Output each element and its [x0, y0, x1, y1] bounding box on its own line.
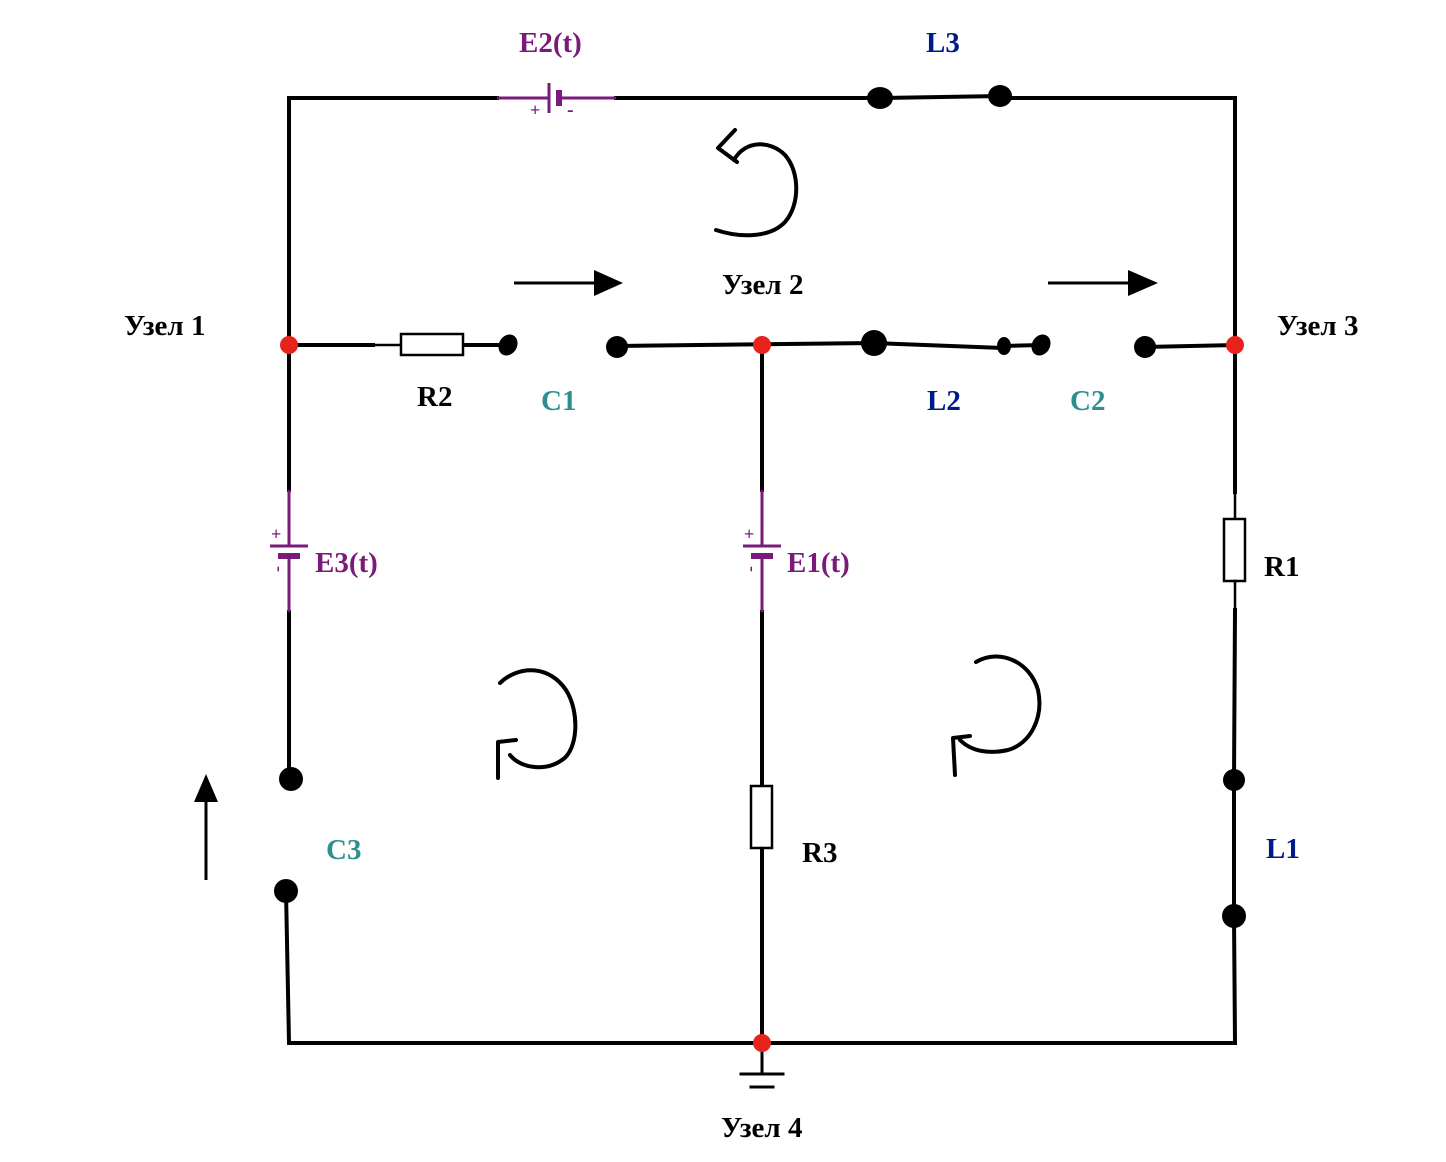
l3-terminal-right	[988, 85, 1012, 107]
current-arrow-left	[514, 270, 623, 296]
loop-arrow-top	[714, 128, 799, 238]
wire-l2	[870, 340, 1007, 351]
wire-top-right	[998, 96, 1237, 347]
l1-terminal-top	[1223, 769, 1245, 791]
c2-terminal-right	[1134, 336, 1156, 358]
current-arrow-right	[1048, 270, 1158, 296]
c1-terminal-left	[498, 334, 518, 356]
node-3-dot	[1226, 336, 1244, 354]
e1-label: E1(t)	[787, 547, 850, 579]
e1-minus-sign: -	[743, 566, 763, 572]
c2-label: C2	[1070, 385, 1105, 417]
c1-terminal-right	[606, 336, 628, 358]
node-2-label: Узел 2	[722, 269, 803, 301]
l1-terminal-bottom	[1222, 904, 1246, 928]
wire-top-left	[287, 96, 499, 347]
e2-label: E2(t)	[519, 27, 582, 59]
r2-label: R2	[417, 381, 452, 413]
resistor-r3	[749, 758, 774, 880]
resistor-r1	[1222, 490, 1247, 612]
loop-arrow-bottom-right	[951, 654, 1042, 777]
c3-terminal-bottom	[274, 879, 298, 903]
wire-right-mid	[1231, 607, 1238, 783]
node-3-label: Узел 3	[1277, 310, 1358, 342]
current-arrow-up	[194, 774, 218, 880]
wire-mid-c1-node2	[614, 340, 876, 349]
e2-minus-sign: -	[567, 99, 574, 121]
l3-terminal-left	[867, 87, 893, 109]
node-4-dot	[753, 1034, 771, 1052]
e3-plus-sign: +	[271, 524, 281, 544]
node-4-label: Узел 4	[721, 1112, 802, 1144]
wire-right-bottom	[760, 913, 1238, 1045]
node-1-label: Узел 1	[124, 310, 205, 342]
source-e3	[270, 490, 308, 612]
c3-terminal-top	[279, 767, 303, 791]
l3-label: L3	[926, 27, 960, 59]
c3-label: C3	[326, 834, 361, 866]
e2-plus-sign: +	[530, 100, 540, 120]
terminals	[274, 85, 1246, 928]
resistor-r2	[371, 332, 465, 357]
c1-label: C1	[541, 385, 576, 417]
e3-minus-sign: -	[270, 566, 290, 572]
l1-label: L1	[1266, 833, 1300, 865]
wire-c2-node3	[1142, 342, 1238, 350]
wire-left-bottom	[283, 888, 764, 1045]
source-e2	[497, 83, 616, 113]
l2-terminal-right	[997, 337, 1011, 355]
wire-l3	[877, 93, 1003, 101]
c2-terminal-left	[1031, 334, 1051, 356]
source-e1	[743, 490, 781, 612]
l2-terminal-left	[861, 330, 887, 356]
l2-label: L2	[927, 385, 961, 417]
e3-label: E3(t)	[315, 547, 378, 579]
e1-plus-sign: +	[744, 524, 754, 544]
node-2-dot	[753, 336, 771, 354]
r1-label: R1	[1264, 551, 1299, 583]
node-1-dot	[280, 336, 298, 354]
r3-label: R3	[802, 837, 837, 869]
loop-arrow-bottom-left	[496, 668, 578, 780]
